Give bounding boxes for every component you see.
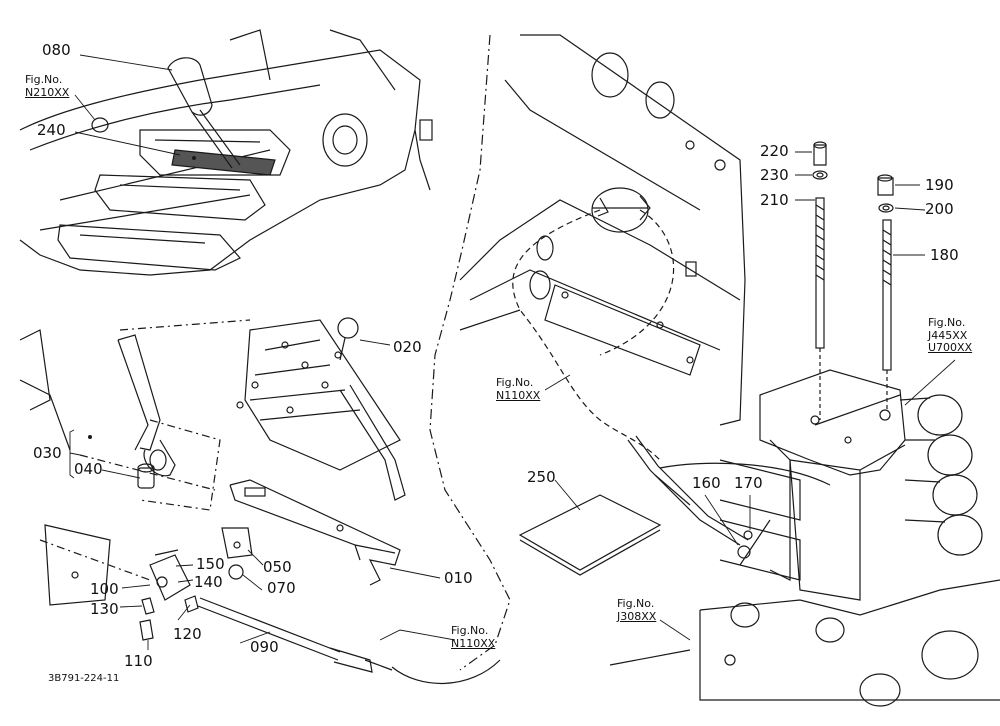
part-label-010: 010 bbox=[444, 569, 473, 587]
part-label-240: 240 bbox=[37, 121, 66, 139]
instrument-panel bbox=[459, 34, 746, 426]
stud-bolt-180 bbox=[882, 219, 892, 371]
fig-ref-j445: Fig.No. J445XX U700XX bbox=[928, 316, 973, 355]
transmission-housing bbox=[609, 579, 1000, 707]
part-label-100: 100 bbox=[90, 580, 119, 598]
fig-ref-n110-bottom: Fig.No. N110XX bbox=[451, 624, 496, 650]
leader-lines bbox=[69, 54, 956, 650]
nut-190 bbox=[877, 174, 894, 196]
part-label-130: 130 bbox=[90, 600, 119, 618]
part-label-050: 050 bbox=[263, 558, 292, 576]
part-label-150: 150 bbox=[196, 555, 225, 573]
washer-230 bbox=[812, 170, 828, 180]
bolt-070 bbox=[228, 564, 244, 580]
drawing-code: 3B791-224-11 bbox=[48, 673, 120, 684]
part-label-080: 080 bbox=[42, 41, 71, 59]
center-contour bbox=[429, 34, 511, 671]
console-round-bosses bbox=[91, 113, 433, 167]
console-housing bbox=[19, 29, 431, 276]
part-label-220: 220 bbox=[760, 142, 789, 160]
shift-guide-plate bbox=[171, 149, 276, 176]
part-label-160: 160 bbox=[692, 474, 721, 492]
detent-ball bbox=[337, 317, 359, 361]
part-label-040: 040 bbox=[74, 460, 103, 478]
part-label-120: 120 bbox=[173, 625, 202, 643]
lever-rod bbox=[339, 384, 406, 501]
part-label-140: 140 bbox=[194, 573, 223, 591]
solenoid-valves bbox=[899, 394, 983, 556]
lever-bushing bbox=[137, 463, 155, 489]
part-label-190: 190 bbox=[925, 176, 954, 194]
fig-ref-n210: Fig.No. N210XX bbox=[25, 73, 70, 99]
shift-bracket-010 bbox=[229, 479, 401, 586]
stud-dashed-centerlines bbox=[819, 348, 888, 420]
bracket-050 bbox=[221, 527, 253, 559]
part-label-110: 110 bbox=[124, 652, 153, 670]
part-label-230: 230 bbox=[760, 166, 789, 184]
cable-bolt-washer bbox=[737, 519, 771, 566]
part-label-210: 210 bbox=[760, 191, 789, 209]
nut-220 bbox=[813, 141, 827, 166]
washer-200 bbox=[878, 203, 894, 213]
switch-assembly bbox=[591, 187, 651, 233]
part-label-090: 090 bbox=[250, 638, 279, 656]
part-label-170: 170 bbox=[734, 474, 763, 492]
part-label-070: 070 bbox=[267, 579, 296, 597]
fig-ref-j308: Fig.No. J308XX bbox=[617, 597, 657, 623]
control-valve-block bbox=[719, 369, 906, 601]
stud-bolt-210 bbox=[815, 197, 825, 349]
bracket-030-group bbox=[69, 429, 75, 479]
console-slots bbox=[57, 129, 291, 271]
left-frame-panel bbox=[19, 329, 111, 606]
part-label-020: 020 bbox=[393, 338, 422, 356]
fig-ref-n110-right: Fig.No. N110XX bbox=[496, 376, 541, 402]
dashed-boundary-left bbox=[39, 319, 251, 581]
operating-manual-250 bbox=[518, 494, 662, 576]
part-label-250: 250 bbox=[527, 468, 556, 486]
cable-run-dashed bbox=[512, 209, 675, 461]
remote-cable bbox=[627, 435, 831, 546]
clevis-assembly bbox=[139, 549, 199, 641]
shift-cable-090 bbox=[197, 597, 501, 684]
part-label-180: 180 bbox=[930, 246, 959, 264]
shift-knob bbox=[167, 57, 241, 169]
dots bbox=[88, 156, 196, 439]
part-label-030: 030 bbox=[33, 444, 62, 462]
part-label-200: 200 bbox=[925, 200, 954, 218]
shift-lever-arm bbox=[117, 334, 176, 477]
